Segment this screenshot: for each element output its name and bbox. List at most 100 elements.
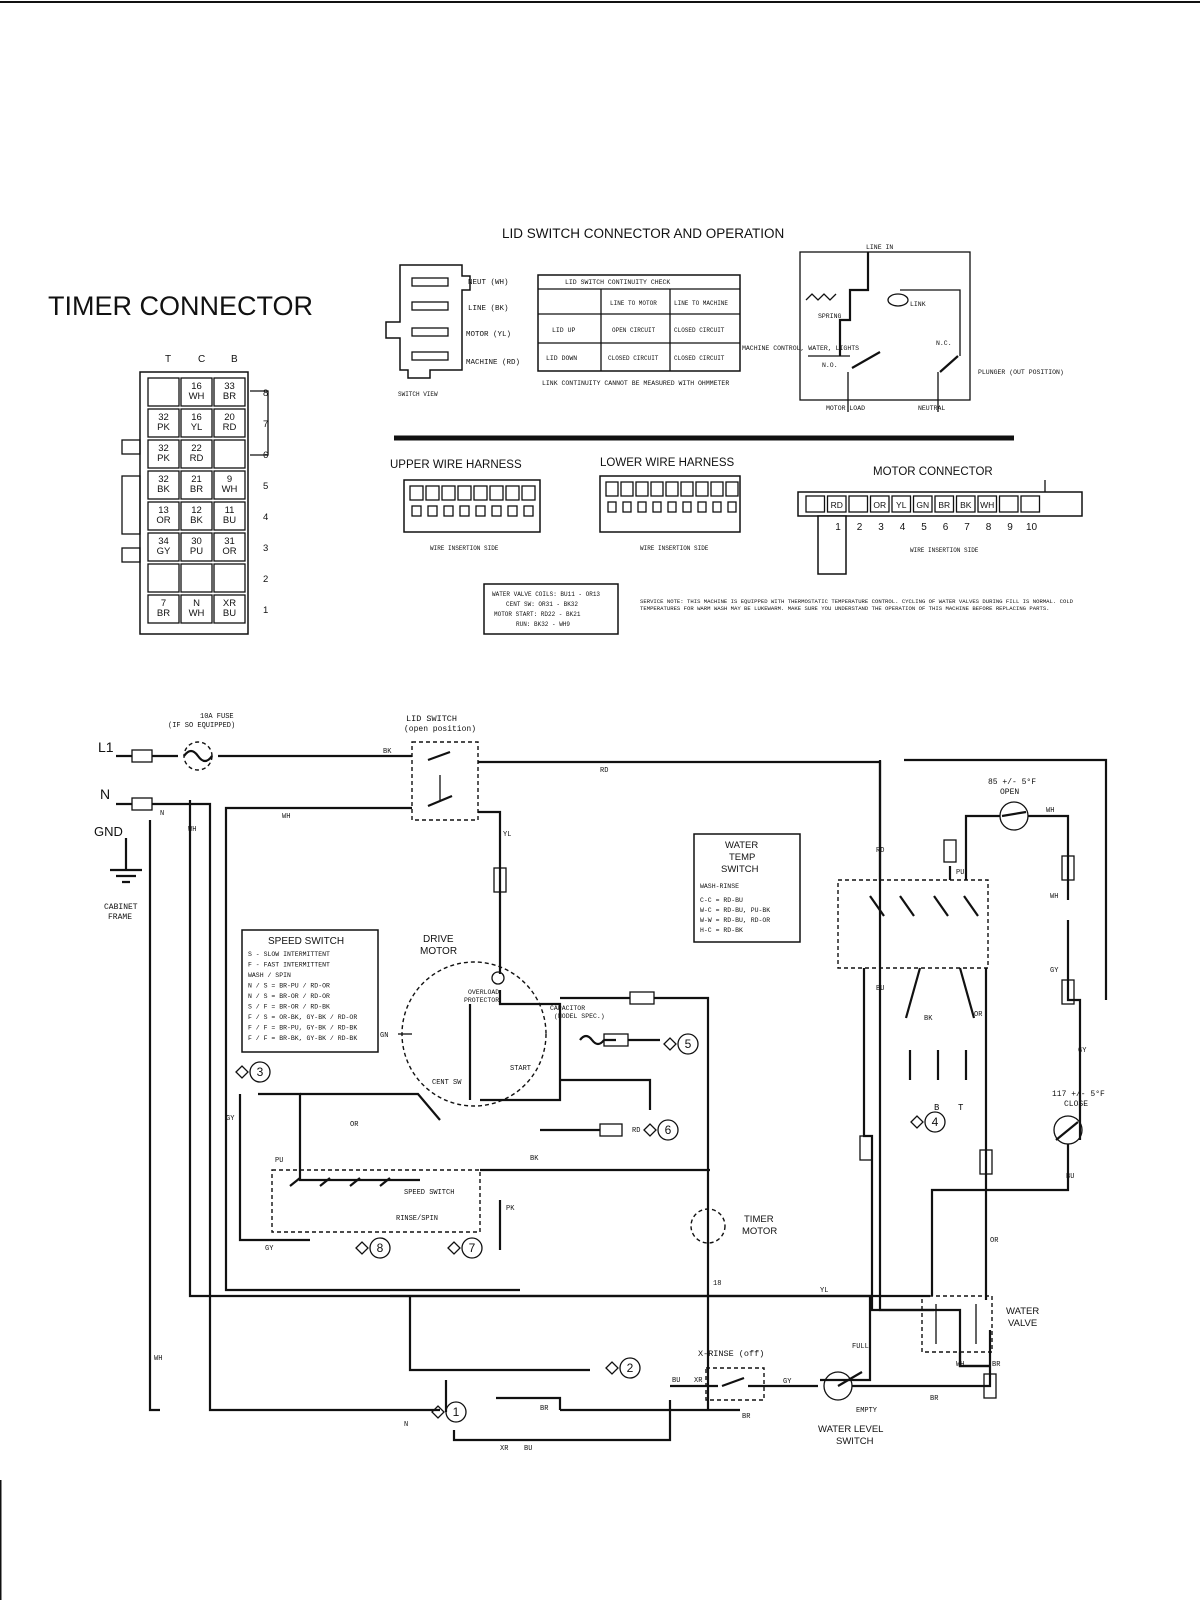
- tag-yl: YL: [503, 831, 511, 839]
- speed-code-line: WASH / SPIN: [248, 972, 291, 979]
- start-feed-wire: [540, 1078, 652, 1132]
- lid-switch-terminal-1: [411, 277, 449, 287]
- speed-code-line: F - FAST INTERMITTENT: [248, 962, 330, 969]
- timer-row-number: 5: [263, 481, 268, 492]
- timer-pin-label: BR: [190, 484, 203, 495]
- resistance-line-3: MOTOR START: RD22 - BK21: [494, 611, 581, 618]
- harness-pin-cell: [409, 485, 424, 501]
- water-valve-box: [921, 1295, 993, 1353]
- lower-wire-harness: LOWER WIRE HARNESS WIRE INSERTION SIDE: [599, 457, 741, 552]
- water-temp-title-3: SWITCH: [721, 864, 759, 875]
- timer-connector-latch-low: [121, 547, 141, 563]
- or-timer-wire: [300, 1092, 441, 1121]
- motor-connector-note: WIRE INSERTION SIDE: [910, 547, 979, 554]
- harness-pin-cell: [473, 485, 488, 501]
- harness-pin-cell: [680, 481, 694, 497]
- tag-or-speed: OR: [350, 1121, 359, 1129]
- motor-pin-wire: BR: [938, 500, 950, 510]
- harness-pin-cell: [635, 481, 649, 497]
- timer-pin-cell: [147, 377, 180, 407]
- l1-label: L1: [98, 739, 114, 755]
- continuity-header-motor: LINE TO MOTOR: [610, 300, 657, 307]
- harness-pin-lower: [622, 501, 632, 513]
- rinse-spin-label: RINSE/SPIN: [396, 1215, 438, 1223]
- tag-bu-bottom: BU: [524, 1445, 532, 1453]
- timer-col-label-b: B: [231, 354, 238, 365]
- op-neutral: NEUTRAL: [918, 405, 945, 412]
- harness-pin-lower: [491, 505, 502, 517]
- harness-pin-lower: [667, 501, 677, 513]
- circuit-4-b: B: [934, 1103, 940, 1113]
- wh-return-wire: [148, 820, 160, 1412]
- harness-pin-cell: [650, 481, 664, 497]
- timer-row-number: 3: [263, 543, 268, 554]
- x-rinse-label: X-RINSE (off): [698, 1349, 764, 1359]
- tag-bu-xr: BU: [672, 1377, 680, 1385]
- motor-pin-number: 8: [986, 522, 992, 533]
- timer-pin-label: 16: [191, 381, 202, 392]
- speed-switch-title: SPEED SWITCH: [268, 936, 344, 947]
- thermostat-85-wire: [1001, 810, 1070, 900]
- water-temp-switch-contacts: [869, 895, 979, 917]
- speed-code-line: F / F = BR-BK, GY-BK / RD-BK: [248, 1035, 357, 1042]
- capacitor-fuse: [603, 1033, 629, 1047]
- empty-label: EMPTY: [856, 1407, 878, 1415]
- motor-pin-cell: [1020, 495, 1041, 513]
- speed-switch-inline: SPEED SWITCH: [404, 1189, 454, 1197]
- motor-pin-number: 2: [857, 522, 863, 533]
- tag-wh-thermo: WH: [1046, 807, 1054, 815]
- lid-switch-body: [385, 264, 471, 379]
- tag-br-valve: BR: [992, 1361, 1001, 1369]
- contact-diamond: [605, 1361, 619, 1375]
- timer-pin-label: 9: [227, 474, 232, 485]
- timer-pin-label: 7: [161, 598, 166, 609]
- motor-pin-number: 7: [964, 522, 970, 533]
- timer-pin-label: 21: [191, 474, 202, 485]
- timer-connector-latch-mid: [121, 475, 141, 535]
- timer-pin-label: YL: [191, 422, 203, 433]
- harness-pin-lower: [475, 505, 486, 517]
- capacitor-label-1: CAPACITOR: [550, 1005, 585, 1012]
- timer-pin-cell: [147, 408, 180, 438]
- tag-timer-18: 18: [713, 1280, 721, 1288]
- timer-pin-cell: [180, 501, 213, 531]
- fuse-label-1: 10A FUSE: [200, 713, 234, 721]
- timer-pin-cell: [180, 439, 213, 469]
- motor-pin-number: 1: [835, 522, 841, 533]
- circled-marker: [657, 1119, 679, 1141]
- motor-pin-number: 5: [921, 522, 927, 533]
- motor-pin-wire: WH: [980, 500, 994, 510]
- timer-pin-label: PU: [190, 546, 203, 557]
- upper-wire-harness: UPPER WIRE HARNESS WIRE INSERTION SIDE: [390, 459, 541, 552]
- contact-diamond: [663, 1037, 677, 1051]
- speed-code-line: N / S = BR-OR / RD-OR: [248, 993, 330, 1000]
- timer-row-number: 8: [263, 388, 268, 399]
- temp-switch-feed: [948, 814, 1000, 880]
- temp-close-label-1: 117 +/- 5°F: [1052, 1090, 1105, 1099]
- motor-pin-cell: [869, 495, 890, 513]
- thermostat-85-terminal: [1061, 855, 1075, 881]
- timer-pin-cell: [180, 594, 213, 624]
- lid-switch-section: LID SWITCH CONNECTOR AND OPERATION NEUT …: [385, 226, 1064, 412]
- motor-pin-wire: OR: [873, 500, 886, 510]
- timer-pin-label: 11: [225, 505, 235, 516]
- water-level-contact: [837, 1330, 992, 1388]
- continuity-table: [537, 274, 741, 372]
- contact-diamond: [355, 1241, 369, 1255]
- tag-wh-lid: WH: [282, 813, 290, 821]
- timer-pin-label: OR: [222, 546, 236, 557]
- l1-terminal: [131, 749, 153, 763]
- tag-bu-thermo: BU: [1066, 1173, 1074, 1181]
- harness-pin-lower: [712, 501, 722, 513]
- tag-gn-motor: GN: [380, 1032, 388, 1040]
- op-plunger: PLUNGER (OUT POSITION): [978, 369, 1064, 376]
- timer-pin-cell: [213, 563, 246, 593]
- circled-marker-number: 8: [377, 1241, 384, 1255]
- tag-n: N: [160, 810, 164, 818]
- motor-pin-cell: [826, 495, 847, 513]
- speed-code-line: F / F = BR-PU, GY-BK / RD-BK: [248, 1025, 357, 1032]
- harness-pin-cell: [710, 481, 724, 497]
- tag-or-valve: OR: [990, 1237, 999, 1245]
- speed-switch-contacts: [289, 1177, 391, 1187]
